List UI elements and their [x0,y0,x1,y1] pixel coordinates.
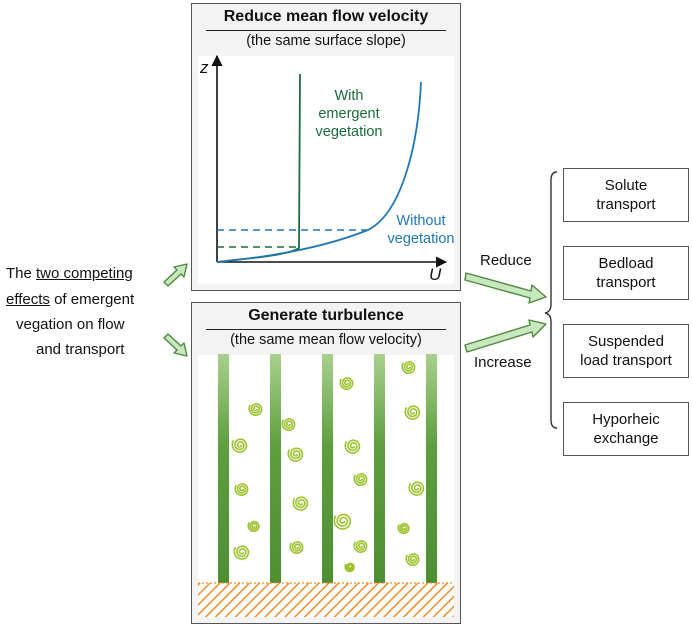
title-rule [206,30,446,32]
turbulence-title: Generate turbulence [248,307,404,324]
z-axis-label: z [200,58,209,77]
with-vegetation-label: With emergent vegetation [315,88,383,140]
arrow-to-bottom-panel [163,333,188,357]
flow-velocity-subtitle: (the same surface slope) [246,33,406,49]
turbulence-canvas [198,355,454,617]
without-vegetation-label: Without vegetation [387,213,455,247]
underlined-two-competing: two competing [36,265,133,282]
left-text-line1: The two competing [6,265,133,282]
increase-arrow [464,319,547,353]
underlined-effects: effects [6,291,50,308]
title-rule [206,329,446,331]
flow-velocity-title: Reduce mean flow velocity [223,8,429,25]
u-axis-label: U [429,265,442,284]
left-text-line4: and transport [36,341,125,358]
turbulence-panel: Generate turbulence (the same mean flow … [191,302,461,624]
outcome-bedload-transport: Bedload transport [563,246,689,300]
left-text-line2: effects of emergent [6,291,135,308]
reduce-label: Reduce [480,252,532,269]
outcome-hyporheic-exchange: Hyporheic exchange [563,402,689,456]
reduce-arrow [464,272,547,304]
increase-label: Increase [474,354,532,371]
outcomes-bracket [544,171,558,429]
left-text-line3: vegation on flow [16,316,125,333]
turbulence-subtitle: (the same mean flow velocity) [230,332,422,348]
outcome-solute-transport: Solute transport [563,168,689,222]
outcome-suspended-load-transport: Suspended load transport [563,324,689,378]
arrow-to-top-panel [163,263,188,287]
